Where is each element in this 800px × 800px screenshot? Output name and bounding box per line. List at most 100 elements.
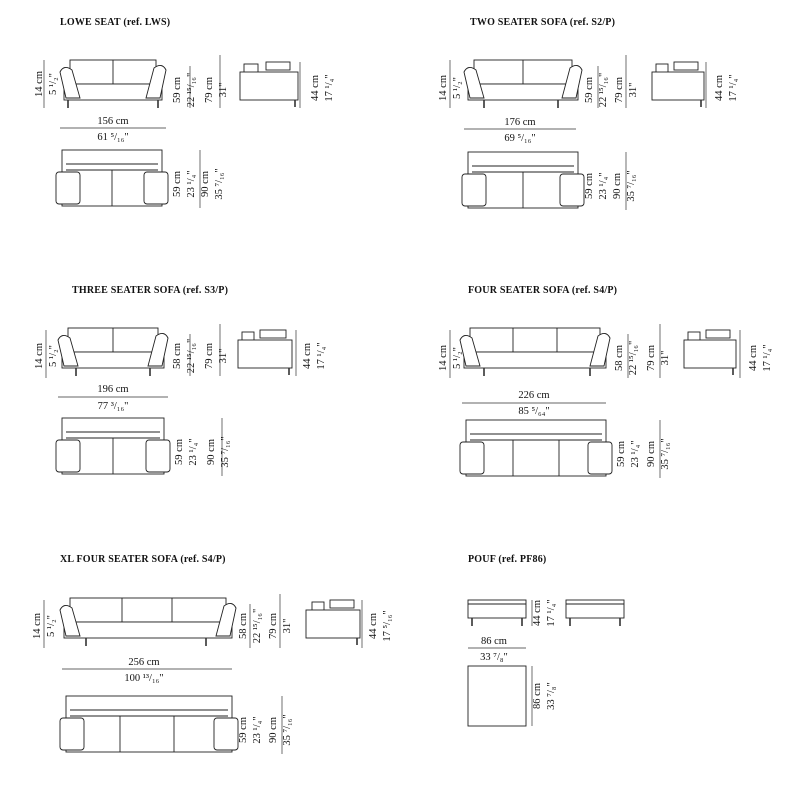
depth-in: 33 ⁷/₈" [546,682,557,710]
product-xl-four-seater-sofa: XL FOUR SEATER SOFA (ref. S4/P) 14 cm 5 … [32,554,393,754]
plan-total-depth-cm: 90 cm [268,717,279,743]
width-dimension: 256 cm 100 ¹³/₁₆" [62,657,232,684]
plan-total-depth-in: 35 ⁷/₁₆" [220,436,231,467]
height-cm: 79 cm [204,77,215,103]
plan-depth-cm: 59 cm [584,173,595,199]
plan-view: 59 cm 23 ¹/₄" 90 cm 35 ⁷/₁₆" [59,695,293,754]
height-in: 31" [660,351,671,366]
side-elevation: 44 cm 17 ⁵/₁₆" [305,599,393,648]
side-elevation: 44 cm 17 ¹/₄" [237,329,327,376]
side-elevation: 44 cm 17 ¹/₄" [683,329,773,378]
plan-depth-in: 23 ¹/₄" [598,172,609,199]
product-four-seater-sofa: FOUR SEATER SOFA (ref. S4/P) 14 cm 5 ¹/₂… [438,285,773,478]
plan-depth-in: 23 ¹/₄" [188,438,199,465]
seat-depth-cm: 59 cm [584,77,595,103]
front-elevation [59,59,167,108]
seat-depth-in: 22 ¹⁵/₁₆" [186,73,197,107]
depth-cm: 86 cm [532,683,543,709]
plan-depth-in: 23 ¹/₄" [630,440,641,467]
plan-view: 59 cm 23 ¹/₄" 90 cm 35 ⁷/₁₆" [459,419,671,478]
product-title: LOWE SEAT (ref. LWS) [60,17,170,28]
product-lowe-seat: LOWE SEAT (ref. LWS) 14 cm 5 ¹/₂" 59 cm … [34,17,335,208]
arm-height-in: 5 ¹/₂" [46,615,57,637]
product-title: POUF (ref. PF86) [468,554,546,565]
seat-height-cm: 44 cm [302,343,313,369]
front-elevation [57,327,169,376]
width-dimension: 176 cm 69 ⁵/₁₆" [464,117,576,144]
plan-view: 86 cm 33 ⁷/₈" [467,665,557,727]
width-cm: 86 cm [481,636,507,647]
side-elevation: 44 cm 17 ¹/₄" [239,61,335,108]
seat-depth-cm: 59 cm [172,77,183,103]
height-dimensions: 59 cm 22 ¹⁵/₁₆" 79 cm 31" [172,55,229,108]
product-two-seater-sofa: TWO SEATER SOFA (ref. S2/P) 14 cm 5 ¹/₂"… [438,17,739,210]
arm-height-dimension: 14 cm 5 ¹/₂" [34,330,59,378]
height-in: 31" [628,83,639,98]
height-cm: 79 cm [614,77,625,103]
plan-total-depth-cm: 90 cm [206,439,217,465]
height-dimensions: 59 cm 22 ¹⁵/₁₆" 79 cm 31" [584,55,639,108]
height-cm: 79 cm [268,613,279,639]
arm-height-in: 5 ¹/₂" [48,73,59,95]
product-title: XL FOUR SEATER SOFA (ref. S4/P) [60,554,226,565]
seat-height-in: 17 ¹/₄" [762,344,773,371]
height-in: 31" [282,619,293,634]
seat-height-in: 17 ¹/₄" [316,342,327,369]
width-dimension: 156 cm 61 ⁵/₁₆" [60,116,166,143]
seat-height-cm: 44 cm [748,345,759,371]
seat-depth-cm: 58 cm [172,343,183,369]
height-dimensions: 58 cm 22 ¹⁵/₁₆" 79 cm 31" [614,324,671,378]
seat-height-in: 17 ¹/₄" [728,74,739,101]
height-in: 31" [218,349,229,364]
seat-height-cm: 44 cm [532,600,543,626]
height-cm: 79 cm [646,345,657,371]
arm-height-dimension: 14 cm 5 ¹/₂" [438,330,463,378]
seat-height-in: 17 ¹/₄" [546,599,557,626]
side-elevation: 44 cm 17 ¹/₄" [651,61,739,108]
arm-height-cm: 14 cm [438,75,449,101]
width-in: 85 ⁵/₆₄" [518,406,549,417]
product-title: THREE SEATER SOFA (ref. S3/P) [72,285,228,296]
plan-depth-in: 23 ¹/₄" [186,170,197,197]
height-dimensions: 58 cm 22 ¹⁵/₁₆" 79 cm 31" [238,594,293,648]
front-elevation [59,597,237,646]
product-three-seater-sofa: THREE SEATER SOFA (ref. S3/P) 14 cm 5 ¹/… [34,285,327,476]
width-cm: 256 cm [128,657,159,668]
plan-depth-cm: 59 cm [174,439,185,465]
plan-total-depth-cm: 90 cm [612,173,623,199]
front-elevation [459,327,611,376]
width-cm: 156 cm [97,116,128,127]
plan-view: 59 cm 23 ¹/₄" 90 cm 35 ⁷/₁₆" [55,149,225,208]
seat-depth-in: 22 ¹⁵/₁₆" [252,609,263,643]
seat-height-dimension: 44 cm 17 ¹/₄" [531,599,557,627]
width-cm: 176 cm [504,117,535,128]
plan-depth-in: 23 ¹/₄" [252,716,263,743]
seat-depth-cm: 58 cm [614,345,625,371]
seat-height-cm: 44 cm [368,613,379,639]
width-in: 100 ¹³/₁₆" [124,673,163,684]
arm-height-in: 5 ¹/₂" [452,347,463,369]
width-cm: 196 cm [97,384,128,395]
width-in: 69 ⁵/₁₆" [504,133,535,144]
plan-view: 59 cm 23 ¹/₄" 90 cm 35 ⁷/₁₆" [55,417,231,476]
arm-height-dimension: 14 cm 5 ¹/₂" [438,60,463,108]
arm-height-cm: 14 cm [34,71,45,97]
front-elevation [467,599,527,626]
arm-height-cm: 14 cm [32,613,43,639]
plan-depth-cm: 59 cm [172,171,183,197]
width-in: 33 ⁷/₈" [480,652,508,663]
arm-height-cm: 14 cm [438,345,449,371]
seat-height-cm: 44 cm [714,75,725,101]
height-cm: 79 cm [204,343,215,369]
seat-depth-in: 22 ¹⁵/₁₆" [598,73,609,107]
seat-depth-cm: 58 cm [238,613,249,639]
width-in: 61 ⁵/₁₆" [97,132,128,143]
plan-total-depth-in: 35 ⁷/₁₆" [282,714,293,745]
plan-depth-cm: 59 cm [616,441,627,467]
plan-depth-cm: 59 cm [238,717,249,743]
seat-depth-in: 22 ¹⁵/₁₆" [186,339,197,373]
plan-total-depth-in: 35 ⁷/₁₆" [626,170,637,201]
width-in: 77 ³/₁₆" [98,401,129,412]
width-dimension: 86 cm 33 ⁷/₈" [468,636,526,663]
